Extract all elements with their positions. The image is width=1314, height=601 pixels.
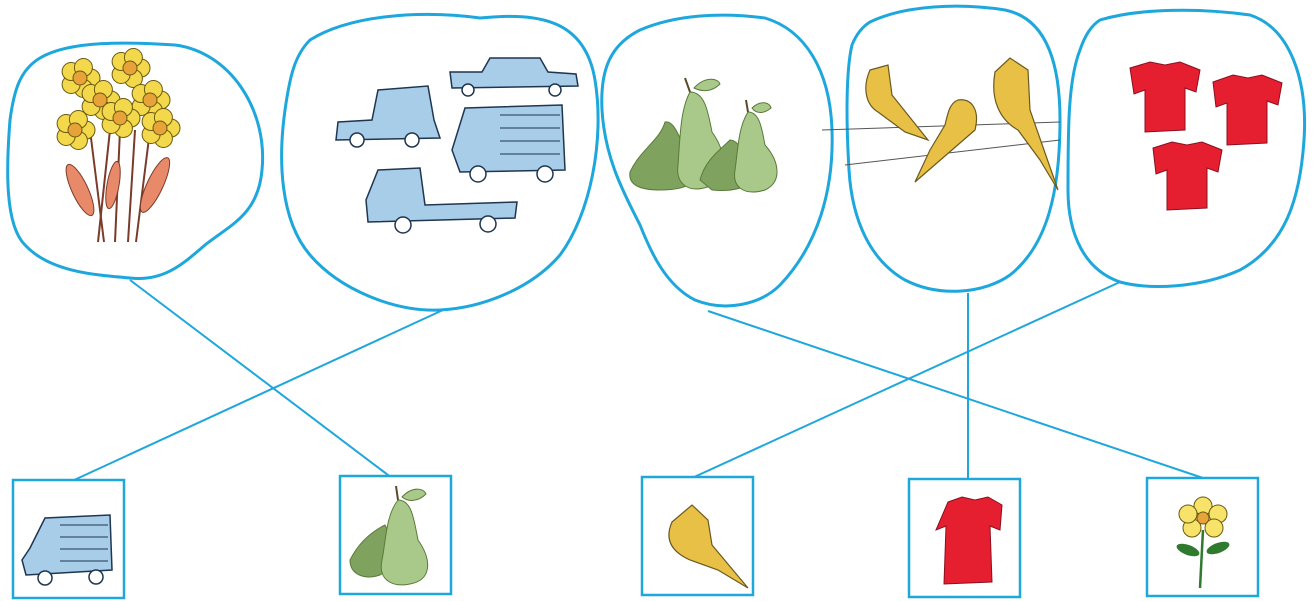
group-outline-pears xyxy=(600,13,834,308)
tile-flower[interactable] xyxy=(1145,476,1260,598)
group-shirts xyxy=(1066,8,1307,288)
bird-icon xyxy=(668,504,749,589)
pear-icon xyxy=(629,77,778,193)
pear-icon xyxy=(349,485,429,586)
tile-truck[interactable] xyxy=(11,478,126,600)
tile-bird[interactable] xyxy=(640,475,755,597)
shirt-icon xyxy=(1129,61,1283,211)
bouquet-bloom xyxy=(111,48,151,88)
tile-pear[interactable] xyxy=(338,474,453,596)
tile-dress[interactable] xyxy=(907,477,1022,599)
bouquet-bloom xyxy=(141,108,181,148)
flower-icon xyxy=(1176,496,1230,589)
connector-lines xyxy=(71,279,1204,482)
truck-icon xyxy=(21,514,113,586)
bouquet-bloom xyxy=(131,80,171,120)
group-birds xyxy=(821,4,1062,293)
bouquet-bloom xyxy=(101,98,141,138)
bouquet-bloom xyxy=(56,110,96,150)
vehicle-icon xyxy=(335,57,579,234)
dress-icon xyxy=(935,496,1003,585)
flower-bouquet-icon xyxy=(56,48,181,243)
group-pears xyxy=(600,13,834,308)
connector-flowers-to-pear xyxy=(129,279,393,479)
connector-shirts-to-bird xyxy=(691,281,1121,479)
group-vehicles xyxy=(280,12,600,312)
bird-icon xyxy=(821,57,1061,191)
connector-vehicles-to-truck xyxy=(71,309,444,482)
group-outline-flowers xyxy=(6,41,265,281)
group-outline-birds xyxy=(845,4,1062,293)
group-flowers xyxy=(6,41,265,281)
group-outline-vehicles xyxy=(280,12,600,312)
group-outline-shirts xyxy=(1066,8,1307,288)
connector-pears-to-flower xyxy=(707,310,1204,479)
